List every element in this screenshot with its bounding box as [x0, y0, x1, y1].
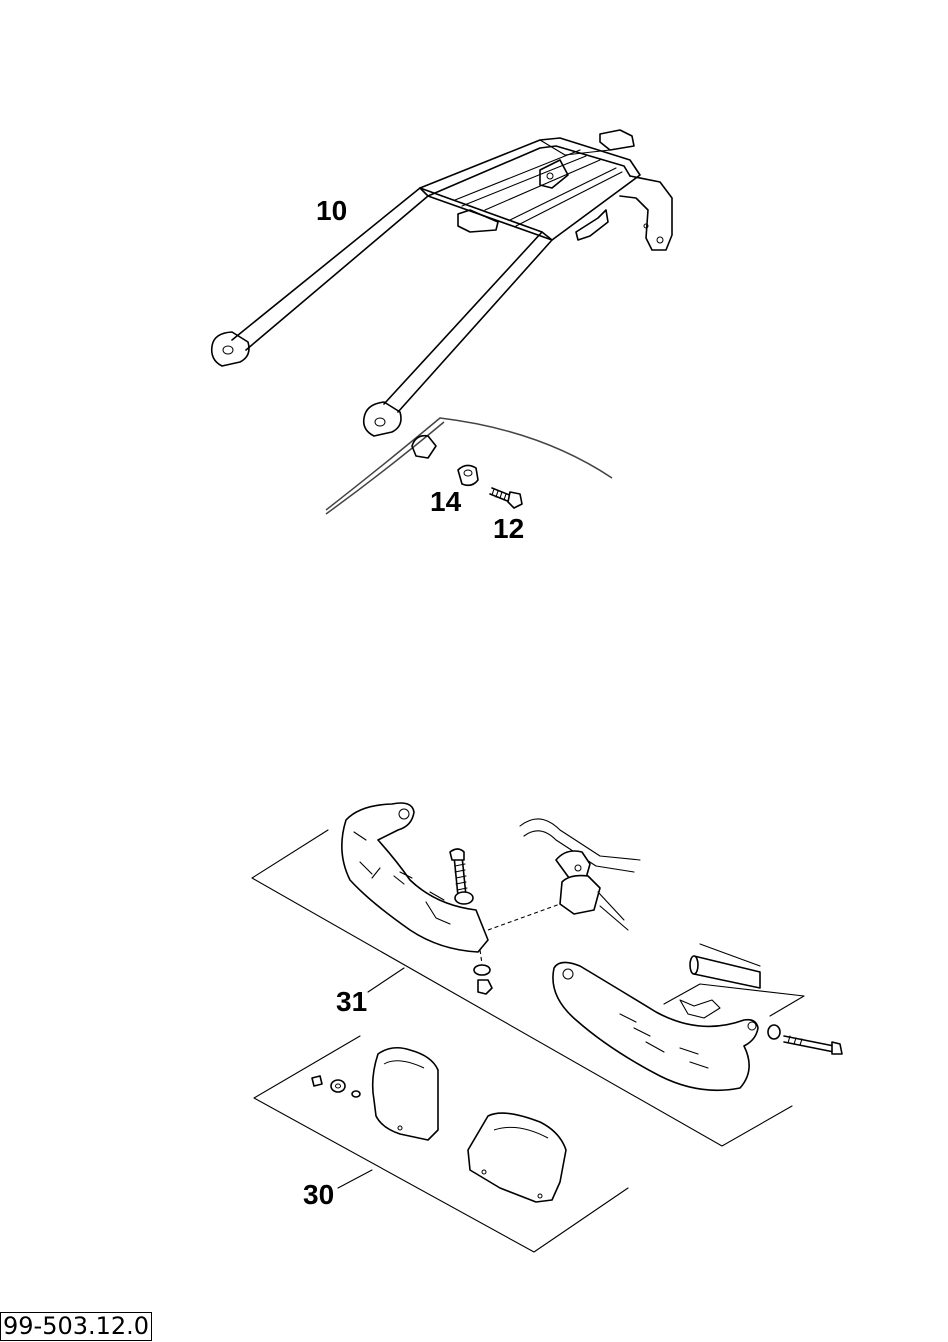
- rear-fender-icon: [325, 417, 613, 515]
- handguard-left-icon: [341, 802, 489, 953]
- small-hardware-icon: [311, 1075, 361, 1098]
- grip-icon: [663, 943, 805, 1019]
- reference-number: 99-503.12.0: [0, 1312, 153, 1341]
- leader-30: [337, 1169, 373, 1189]
- handlebar-clamp-icon: [519, 818, 641, 931]
- kit-outline-31: [251, 829, 793, 1147]
- handguard-right-icon: [552, 961, 759, 1092]
- guard-plate-right-icon: [467, 1112, 567, 1203]
- bolt-icon: [489, 487, 523, 509]
- callout-30: 30: [303, 1179, 334, 1210]
- callout-31: 31: [336, 986, 367, 1017]
- bolt-vertical-icon: [449, 848, 474, 905]
- callout-14: 14: [430, 486, 462, 517]
- guard-plate-left-icon: [371, 1046, 439, 1141]
- kit-outline-30: [253, 1035, 629, 1253]
- bolt-horizontal-icon: [767, 1024, 843, 1055]
- callout-10: 10: [316, 195, 347, 226]
- luggage-rack-icon: [210, 129, 673, 437]
- washer-nut-icon: [473, 949, 493, 995]
- callout-12: 12: [493, 513, 524, 544]
- leader-31: [367, 967, 405, 993]
- spacer-icon: [457, 464, 479, 487]
- assembly-line: [487, 903, 561, 931]
